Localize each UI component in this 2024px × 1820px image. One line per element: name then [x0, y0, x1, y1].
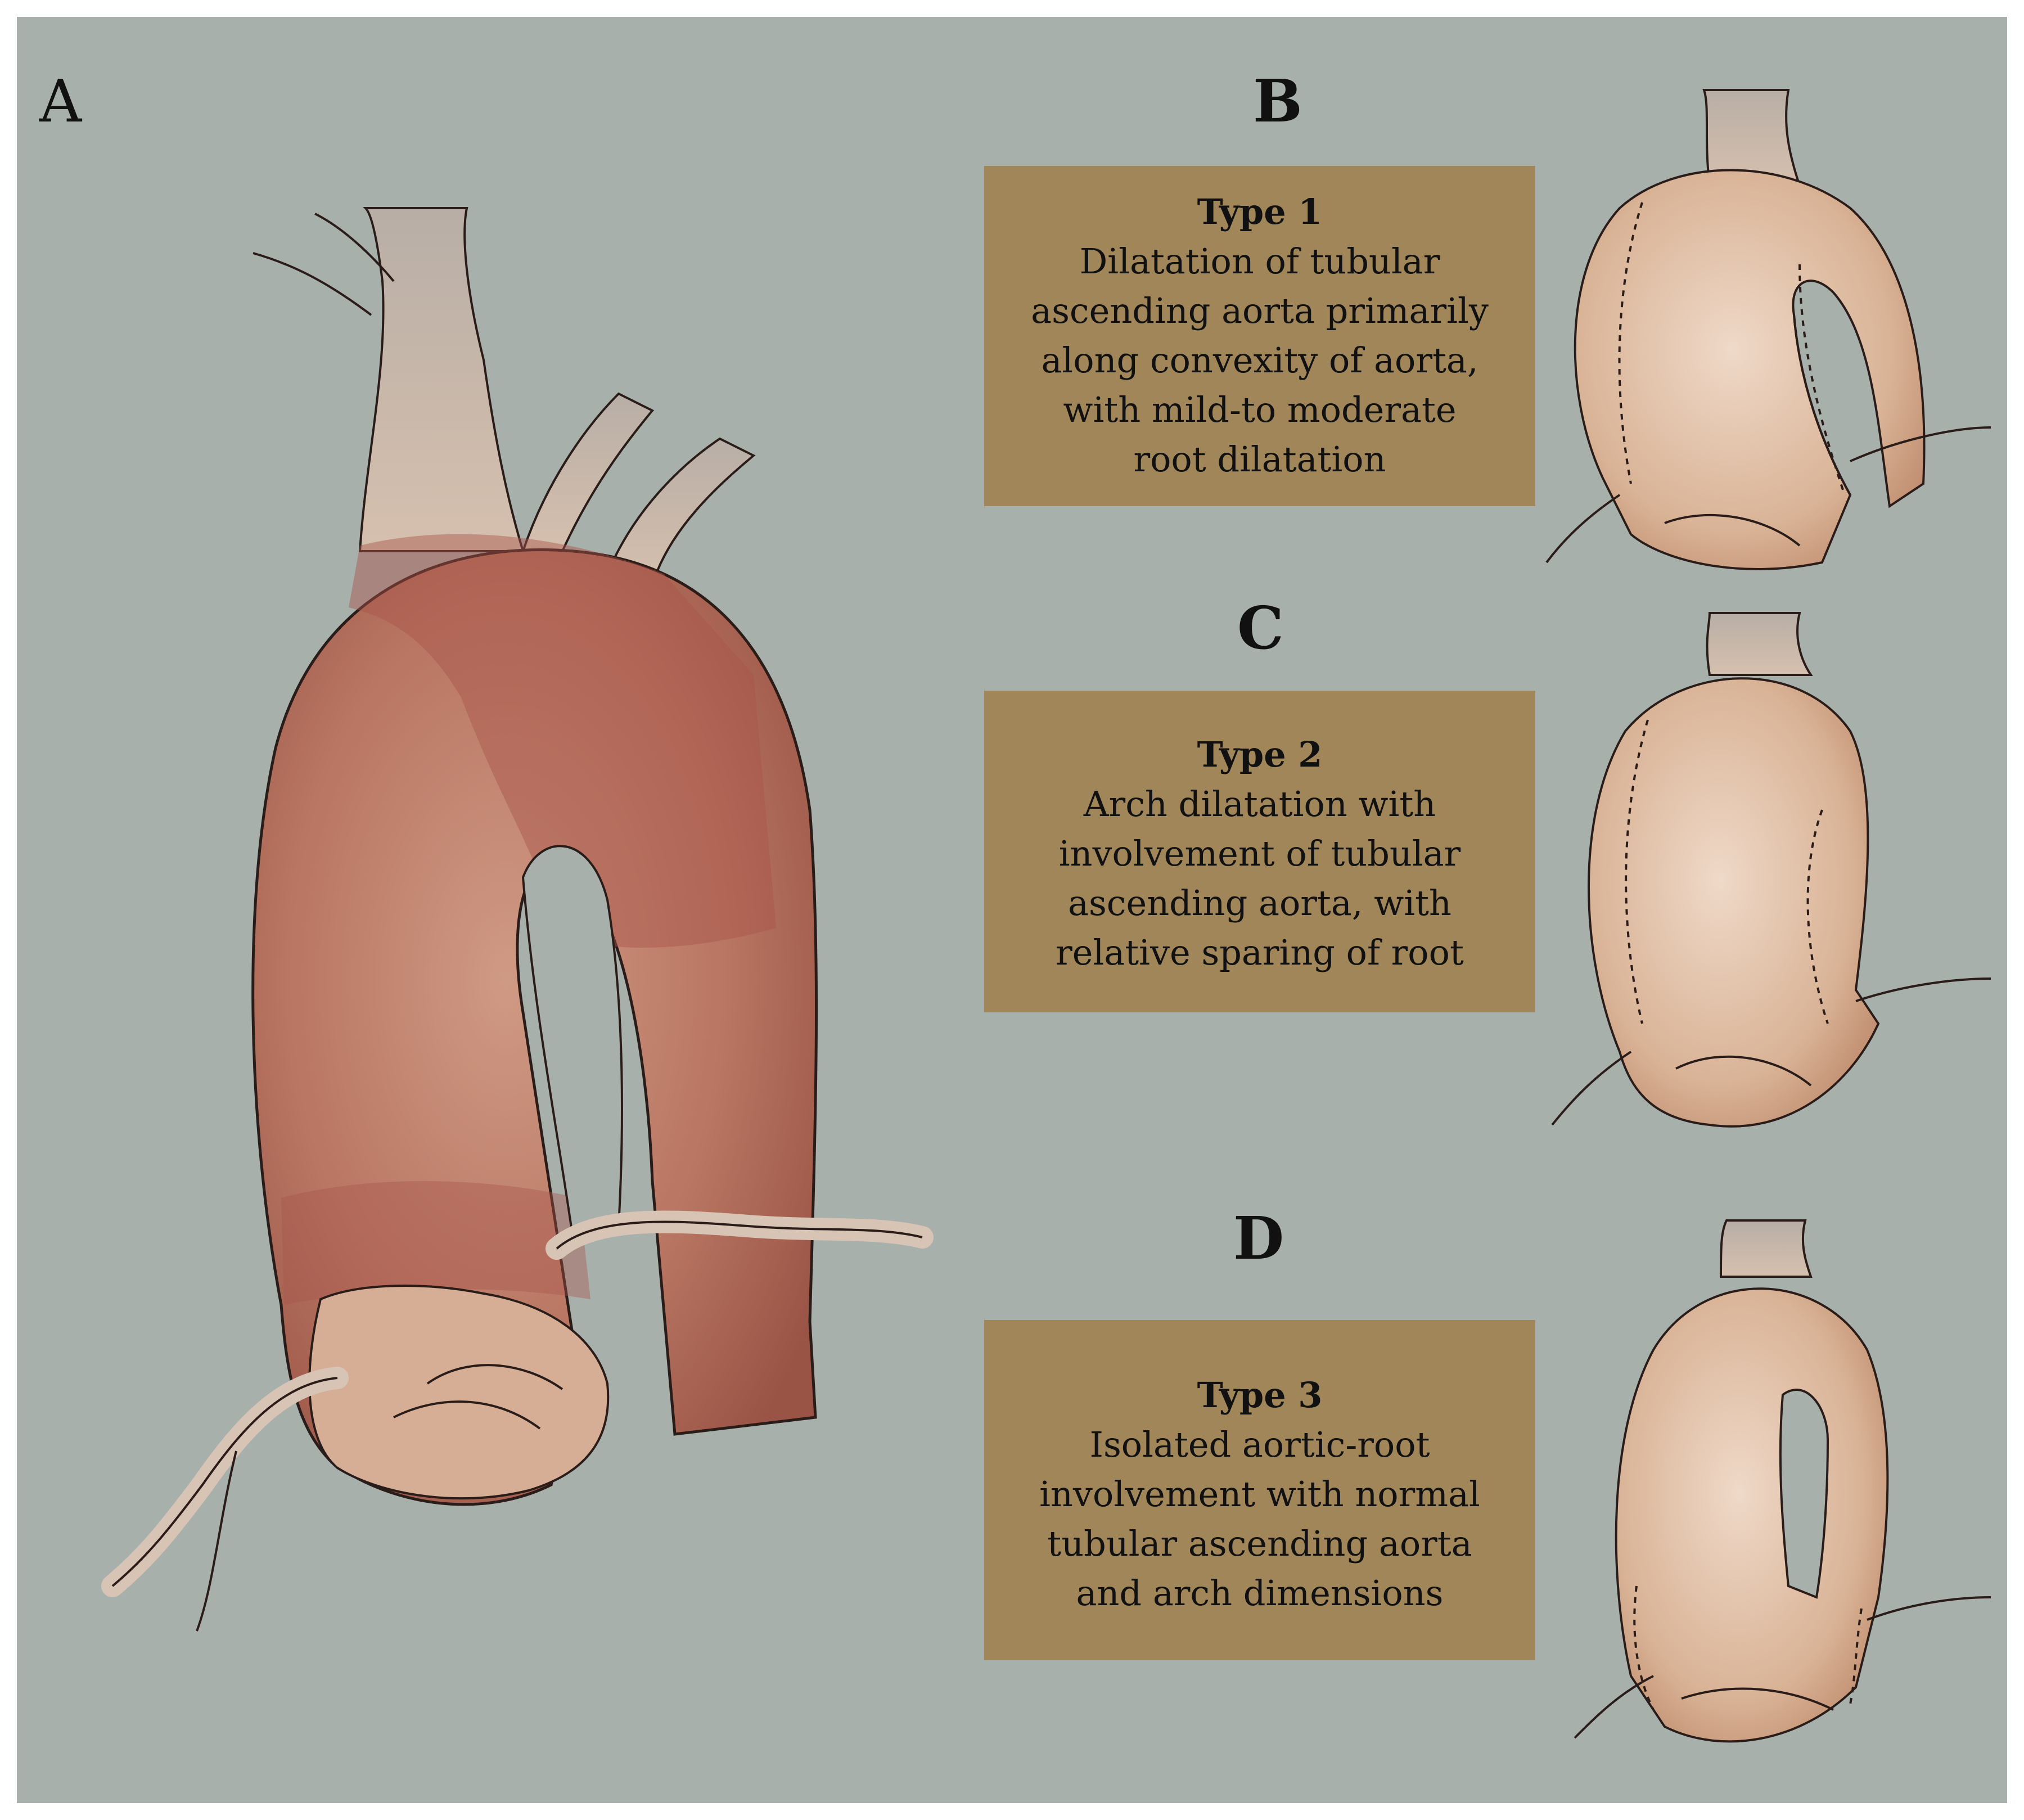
branch-vessel-a1 — [358, 207, 525, 552]
type-2-title: Type 2 — [1197, 734, 1323, 775]
type-1-line: along convexity of aorta, — [1041, 340, 1478, 381]
type-3-line: tubular ascending aorta — [1047, 1523, 1472, 1564]
panel-label-b: B — [1253, 66, 1302, 136]
type-2-line: ascending aorta, with — [1068, 882, 1451, 923]
panel-label-a: A — [39, 67, 82, 136]
type-1-line: Dilatation of tubular — [1079, 241, 1440, 282]
type-3-line: Isolated aortic-root — [1089, 1424, 1430, 1465]
branch-vessel-a2 — [521, 392, 655, 552]
type-1-line: with mild-to moderate — [1063, 389, 1457, 430]
type-3-line: involvement with normal — [1039, 1474, 1480, 1515]
type-3-line: and arch dimensions — [1076, 1573, 1444, 1614]
aorta-a — [101, 207, 934, 1632]
aortic-arch-a — [251, 548, 818, 1506]
panel-label-c: C — [1237, 593, 1284, 663]
type-2-line: involvement of tubular — [1058, 833, 1461, 874]
type-1-description-box: Type 1 Dilatation of tubular ascending a… — [984, 166, 1535, 506]
aorta-c — [1551, 612, 1991, 1128]
type-1-line: root dilatation — [1133, 439, 1386, 480]
type-3-title: Type 3 — [1197, 1375, 1323, 1416]
arch-inner-gap — [521, 845, 623, 1245]
type-3-description-box: Type 3 Isolated aortic-root involvement … — [984, 1320, 1535, 1660]
type-2-line: Arch dilatation with — [1083, 783, 1436, 825]
type-2-line: relative sparing of root — [1056, 932, 1464, 973]
aortic-root-a — [308, 1285, 610, 1500]
type-2-description-box: Type 2 Arch dilatation with involvement … — [984, 691, 1535, 1012]
aorta-b — [1545, 89, 1991, 570]
type-1-title: Type 1 — [1197, 191, 1323, 232]
arch-highlight-band — [349, 534, 776, 948]
branch-vessel-a3 — [606, 437, 756, 587]
panel-label-d: D — [1233, 1204, 1284, 1273]
type-1-line: ascending aorta primarily — [1031, 290, 1489, 331]
aorta-d — [1574, 1219, 1991, 1743]
